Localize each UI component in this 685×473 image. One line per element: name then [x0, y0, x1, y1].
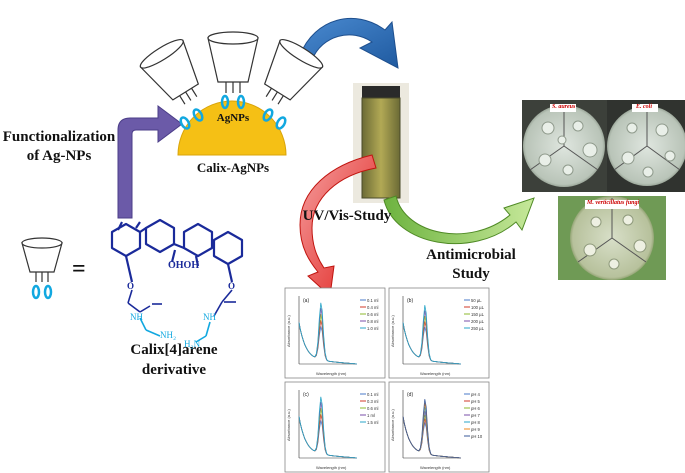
petri-plate-3 — [558, 196, 666, 280]
panel-tag: (c) — [303, 392, 309, 398]
legend-label: 0.1 ml — [367, 298, 378, 303]
legend-label: 0.6 ml — [367, 406, 378, 411]
calix-agnps-label: Calix-AgNPs — [196, 160, 270, 175]
panel-tag: (d) — [407, 392, 413, 398]
calix-cups-on-nanoparticle — [139, 31, 324, 105]
antimicrobial-study-label: Antimicrobial Study — [422, 246, 520, 284]
calixarene-structure — [110, 218, 244, 283]
calixarene-line2: derivative — [141, 362, 207, 378]
nh-left-label: NH — [130, 312, 143, 322]
legend-label: 100 µL — [471, 305, 485, 310]
x-axis-label: Wavelength (nm) — [316, 371, 347, 376]
antimicrobial-line1: Antimicrobial — [426, 247, 516, 263]
spectrum-series-line — [298, 396, 358, 459]
amine-arms — [139, 317, 211, 343]
nh2-label: NH₂ — [160, 330, 177, 340]
h2n-label: H₂N — [184, 339, 201, 349]
legend-label: 1.0 ml — [367, 326, 378, 331]
legend-label: pH 6 — [471, 406, 481, 411]
spectrum-panel-1: 0.1 ml 0.4 ml 0.6 ml 0.8 ml 1.0 ml (a) Wavelen… — [284, 287, 386, 379]
legend-label: pH 4 — [471, 392, 481, 397]
petri-plate-1 — [522, 100, 607, 192]
legend-label: pH 5 — [471, 399, 481, 404]
spectrum-panel-3: 0.1 ml 0.3 ml 0.6 ml 1 ml 1.5 ml (c) Wavelengt… — [284, 381, 386, 473]
calixarene-label: Calix[4]arene derivative — [124, 340, 224, 380]
purple-bent-arrow — [117, 105, 183, 219]
legend-label: 250 µL — [471, 326, 485, 331]
legend-label: 1 ml — [367, 413, 375, 418]
antimicrobial-line2: Study — [452, 266, 490, 282]
plate-label-2: E. coli — [636, 104, 652, 110]
legend-label: 0.8 ml — [367, 319, 378, 324]
cyan-anchor-loops — [179, 94, 287, 130]
panel-tag: (b) — [407, 298, 413, 304]
uvvis-study-label: UV/Vis-Study — [302, 208, 392, 224]
amide-arms — [127, 289, 236, 317]
legend-label: pH 7 — [471, 413, 481, 418]
plate-label-3: M. verticillatus fungi — [587, 200, 640, 206]
spectrum-series-line — [402, 305, 462, 365]
calix-cup-symbol — [21, 237, 63, 282]
agnps-label: AgNPs — [216, 112, 250, 124]
agnps-hemisphere — [177, 100, 287, 156]
panel-tag: (a) — [303, 298, 309, 304]
functionalization-label: Functionalization of Ag-NPs — [0, 128, 118, 166]
o-right-label: O — [228, 281, 236, 291]
green-curved-arrow — [383, 195, 535, 244]
nanoparticle-vial — [353, 83, 409, 203]
legend-label: 150 µL — [471, 312, 485, 317]
legend-label: 1.5 ml — [367, 420, 378, 425]
legend-label: pH 10 — [471, 434, 483, 439]
x-axis-label: Wavelength (nm) — [316, 465, 347, 470]
nh-right-label: NH — [203, 312, 216, 322]
y-axis-label: Absorbance (a.u.) — [286, 315, 291, 347]
legend-label: 50 µL — [471, 298, 482, 303]
y-axis-label: Absorbance (a.u.) — [286, 409, 291, 441]
o-left-label: O — [127, 281, 135, 291]
petri-plate-2 — [607, 100, 685, 192]
calixarene-line1: Calix[4]arene — [130, 342, 218, 358]
y-axis-label: Absorbance (a.u.) — [390, 315, 395, 347]
legend-label: 0.1 ml — [367, 392, 378, 397]
red-curved-arrow — [299, 154, 377, 298]
functionalization-line2: of Ag-NPs — [26, 148, 92, 164]
x-axis-label: Wavelength (nm) — [420, 465, 451, 470]
legend-label: pH 8 — [471, 420, 481, 425]
blue-curved-arrow — [299, 17, 399, 69]
spectrum-series-line — [298, 302, 358, 365]
legend-label: 0.4 ml — [367, 305, 378, 310]
spectrum-panel-2: 50 µL 100 µL 150 µL 200 µL 250 µL (b) Waveleng… — [388, 287, 490, 379]
uvvis-spectra-grid: 0.1 ml 0.4 ml 0.6 ml 0.8 ml 1.0 ml (a) Wavelen… — [284, 287, 490, 473]
oh-oh-label: OHOH — [168, 260, 200, 271]
x-axis-label: Wavelength (nm) — [420, 371, 451, 376]
spectrum-series-line — [402, 399, 462, 459]
y-axis-label: Absorbance (a.u.) — [390, 409, 395, 441]
spectrum-panel-4: pH 4 pH 5 pH 6 pH 7 pH 8 pH 9 pH 10 (d) Waveleng… — [388, 381, 490, 473]
functionalization-line1: Functionalization — [2, 129, 116, 145]
cup-symbol-loops — [31, 284, 53, 300]
legend-label: 0.6 ml — [367, 312, 378, 317]
legend-label: 0.3 ml — [367, 399, 378, 404]
equals-sign: = — [72, 256, 86, 282]
legend-label: 200 µL — [471, 319, 485, 324]
legend-label: pH 9 — [471, 427, 481, 432]
plate-label-1: S. aureus — [552, 104, 576, 110]
